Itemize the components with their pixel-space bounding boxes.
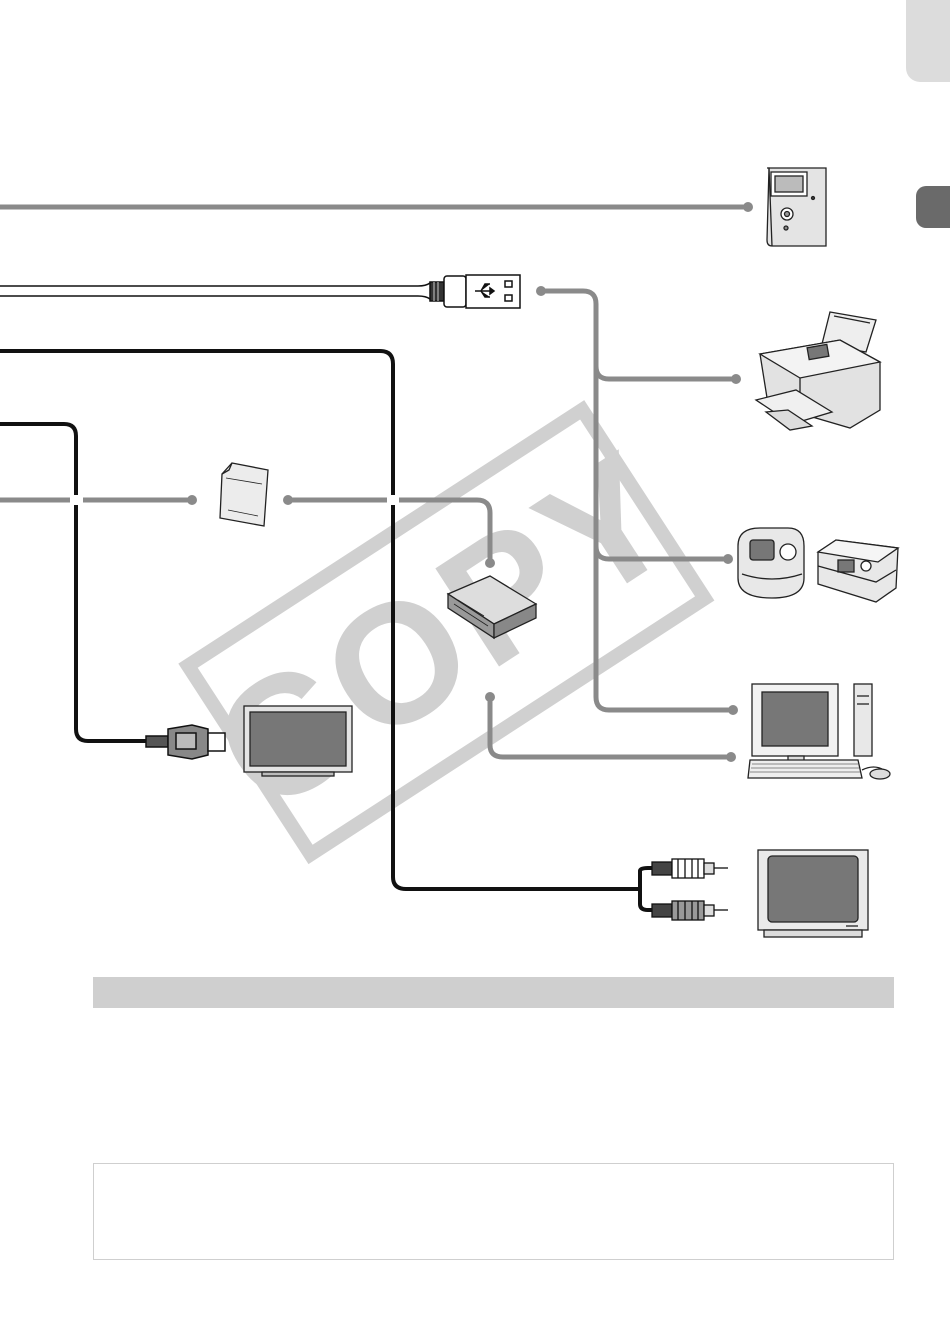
section-heading-bar — [93, 977, 894, 1008]
connector-dot — [283, 495, 293, 505]
flat-tv-icon — [244, 706, 352, 776]
compact-printer-icon — [738, 528, 898, 602]
desktop-computer-icon — [748, 684, 890, 779]
av-split-cable — [626, 868, 652, 910]
connector-dot — [536, 286, 546, 296]
flash-unit-icon — [767, 168, 826, 246]
rca-plug-icon — [652, 859, 728, 878]
connector-dot — [726, 752, 736, 762]
connector-dot — [485, 558, 495, 568]
printer-branch-inkjet — [596, 366, 736, 379]
connector-dot — [485, 692, 495, 702]
connector-dot — [731, 374, 741, 384]
connector-dot — [187, 495, 197, 505]
usb-cable — [0, 283, 430, 299]
crt-tv-icon — [758, 850, 868, 937]
connector-dot — [743, 202, 753, 212]
rca-plug-icon — [652, 901, 728, 920]
sd-card-icon — [220, 463, 268, 526]
inkjet-printer-icon — [756, 312, 880, 430]
usb-plug-icon — [430, 275, 520, 308]
reader-computer-cable — [490, 697, 731, 757]
connector-dot — [728, 705, 738, 715]
hdmi-cable — [0, 424, 146, 741]
connector-dot — [723, 554, 733, 564]
note-box — [93, 1163, 894, 1260]
